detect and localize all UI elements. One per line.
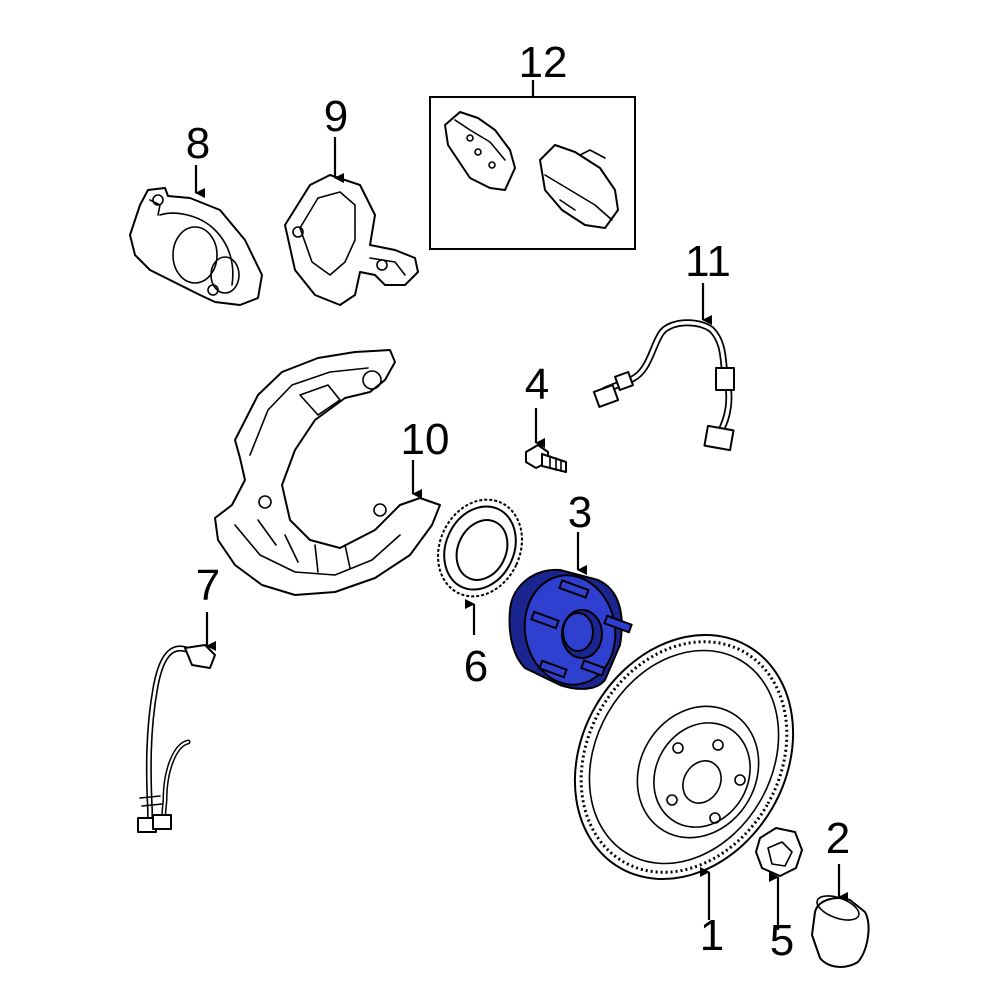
- callout-9: 9: [324, 92, 348, 141]
- part-2-wheel-stud-cap[interactable]: [811, 891, 870, 968]
- part-7-abs-sensor[interactable]: [137, 644, 216, 833]
- part-3-hub-bearing[interactable]: [508, 568, 633, 692]
- callout-8: 8: [186, 119, 210, 168]
- callout-6: 6: [464, 642, 488, 691]
- callout-11: 11: [685, 237, 731, 286]
- part-12-brake-pads[interactable]: [429, 96, 636, 250]
- part-4-bolt[interactable]: [525, 444, 567, 473]
- part-5-hub-nut[interactable]: [755, 827, 803, 877]
- part-1-brake-rotor[interactable]: [532, 595, 837, 919]
- part-6-abs-tone-ring[interactable]: [423, 486, 538, 610]
- part-9-caliper-bracket[interactable]: [284, 174, 419, 306]
- callout-1: 1: [700, 911, 724, 960]
- part-10-splash-shield[interactable]: [214, 349, 441, 596]
- callout-4: 4: [525, 360, 549, 409]
- part-11-brake-hose[interactable]: [592, 319, 735, 452]
- callout-5: 5: [770, 916, 794, 965]
- callout-2: 2: [826, 814, 850, 863]
- callout-12: 12: [519, 38, 568, 87]
- part-8-caliper[interactable]: [129, 187, 263, 306]
- callout-7: 7: [196, 561, 220, 610]
- callout-3: 3: [568, 488, 592, 537]
- callout-10: 10: [401, 415, 450, 464]
